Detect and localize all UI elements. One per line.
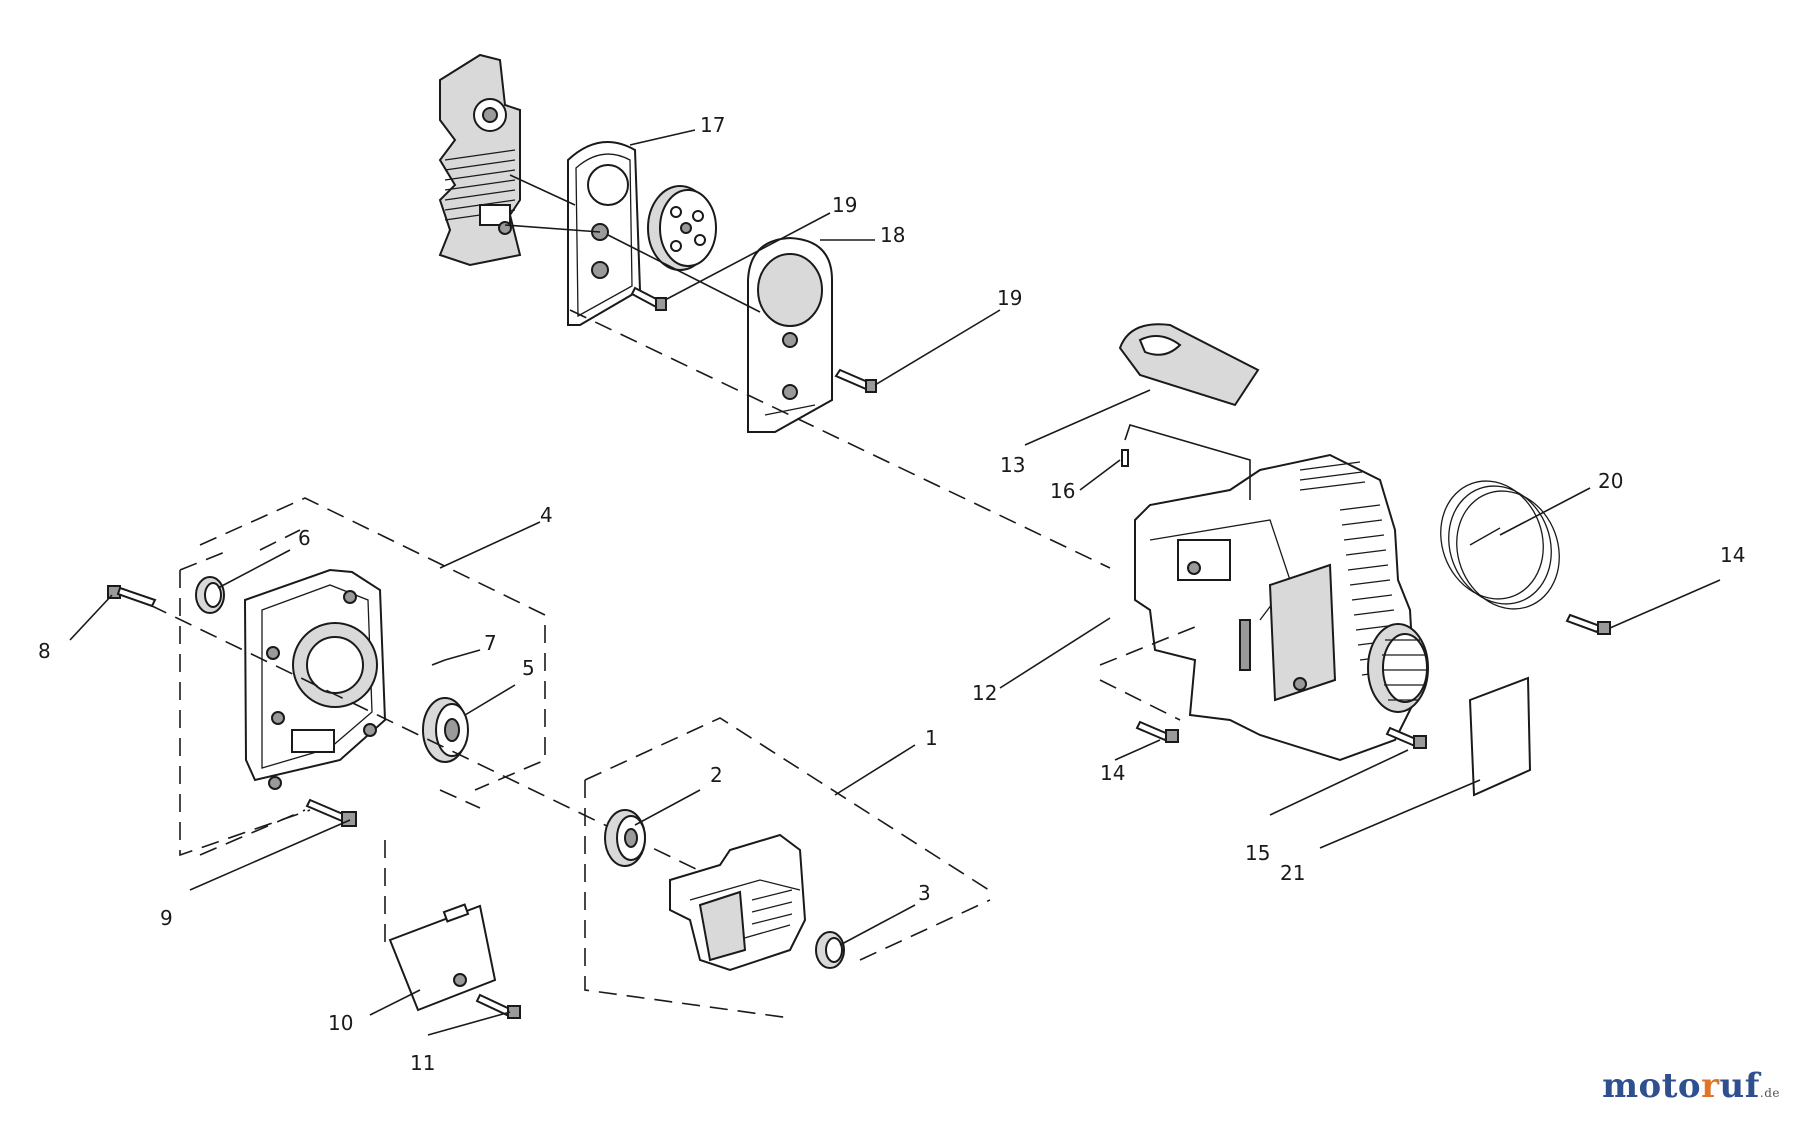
screw-15: [1385, 726, 1427, 749]
callout-9: 9: [160, 906, 173, 930]
callout-4: 4: [540, 503, 553, 527]
callout-6: 6: [298, 526, 311, 550]
spring-20: [1440, 480, 1560, 610]
cover-plate-17: [567, 141, 642, 326]
bearing-2: [604, 809, 646, 867]
callout-14a: 14: [1720, 543, 1745, 567]
callout-19b: 19: [997, 286, 1022, 310]
callout-18: 18: [880, 223, 905, 247]
screw-19b: [834, 368, 877, 393]
callout-1: 1: [925, 726, 938, 750]
watermark-logo: motoruf.de: [1602, 1066, 1780, 1106]
callout-7: 7: [484, 631, 497, 655]
gear-part: [647, 185, 717, 271]
callout-11: 11: [410, 1051, 435, 1075]
callout-20: 20: [1598, 469, 1623, 493]
bearing-5: [422, 697, 469, 763]
callout-15: 15: [1245, 841, 1270, 865]
callout-10: 10: [328, 1011, 353, 1035]
callout-17: 17: [700, 113, 725, 137]
callout-16: 16: [1050, 479, 1075, 503]
callout-3: 3: [918, 881, 931, 905]
crankcase-cover-4: [243, 568, 387, 790]
screw-14a: [1565, 613, 1611, 635]
crankcase-1: [669, 833, 807, 972]
screw-8: [107, 585, 157, 608]
oil-seal-3: [815, 931, 845, 969]
cylinder-part: [438, 53, 522, 267]
watermark-part3: uf: [1719, 1066, 1760, 1106]
leader-lines: [69, 129, 1721, 1036]
callout-21: 21: [1280, 861, 1305, 885]
plate-10: [388, 903, 497, 1012]
watermark-part4: .de: [1759, 1086, 1780, 1100]
filter-pad-13: [1118, 323, 1260, 407]
callout-13: 13: [1000, 453, 1025, 477]
callout-12: 12: [972, 681, 997, 705]
screw-9: [305, 798, 357, 827]
screw-14b: [1135, 720, 1179, 743]
callout-14b: 14: [1100, 761, 1125, 785]
pin-16: [1121, 449, 1129, 467]
engine-shroud-12: [1134, 453, 1429, 762]
decal-21: [1468, 676, 1532, 797]
watermark-part1: moto: [1602, 1066, 1702, 1106]
callout-19a: 19: [832, 193, 857, 217]
screw-19a: [630, 286, 667, 311]
callout-8: 8: [38, 639, 51, 663]
plate-18: [747, 236, 833, 433]
callout-2: 2: [710, 763, 723, 787]
watermark-part2: r: [1701, 1066, 1720, 1106]
callout-5: 5: [522, 656, 535, 680]
oil-seal-6: [195, 576, 225, 614]
callout-labels: 17 19 18 19 13 16 12 20 14 14 15 21 4 6 …: [38, 113, 1745, 1075]
